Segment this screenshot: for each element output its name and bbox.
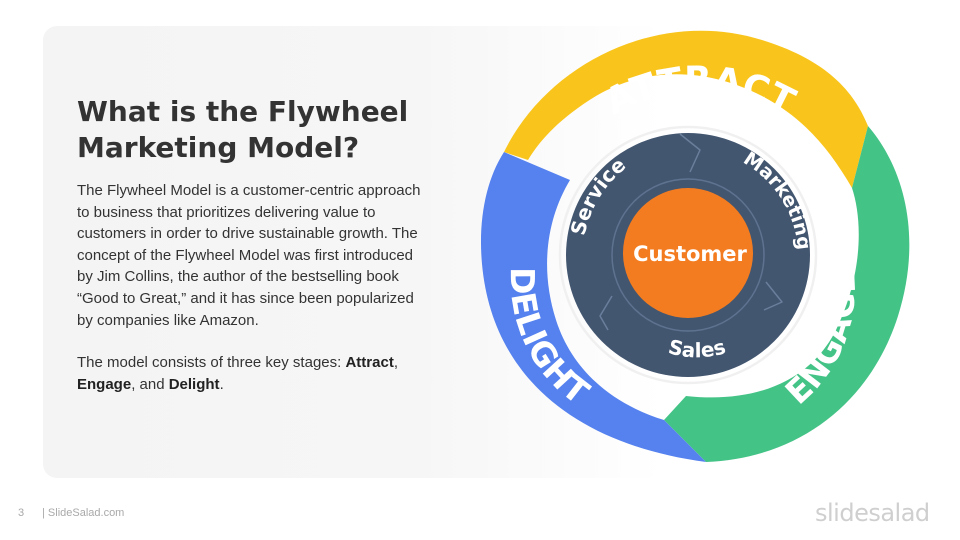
paragraph-intro: The Flywheel Model is a customer-centric… bbox=[77, 182, 421, 329]
inner-arrows bbox=[599, 133, 783, 331]
stages-intro: The model consists of three key stages: bbox=[77, 354, 346, 372]
inner-ring-divider bbox=[611, 178, 765, 332]
attract-segment bbox=[504, 30, 868, 188]
footer-source: | SlideSalad.com bbox=[42, 507, 125, 519]
customer-label: Customer bbox=[633, 242, 747, 266]
customer-circle bbox=[623, 188, 753, 318]
engage-segment bbox=[664, 126, 910, 462]
slide-title: What is the Flywheel Marketing Model? bbox=[77, 95, 409, 164]
paragraph-stages: The model consists of three key stages: … bbox=[77, 354, 398, 393]
inner-ring-outline bbox=[558, 125, 818, 385]
sales-label: Sales bbox=[666, 334, 728, 362]
page-number: 3 bbox=[18, 507, 25, 519]
stage-engage: Engage bbox=[77, 375, 132, 393]
slidesalad-logo: slidesalad bbox=[815, 499, 930, 527]
stage-delight: Delight bbox=[168, 375, 220, 393]
delight-segment bbox=[480, 152, 706, 462]
stage-attract: Attract bbox=[345, 354, 394, 372]
body-text: The Flywheel Model is a customer-centric… bbox=[77, 180, 427, 416]
svg-text:Sales: Sales bbox=[666, 334, 728, 362]
